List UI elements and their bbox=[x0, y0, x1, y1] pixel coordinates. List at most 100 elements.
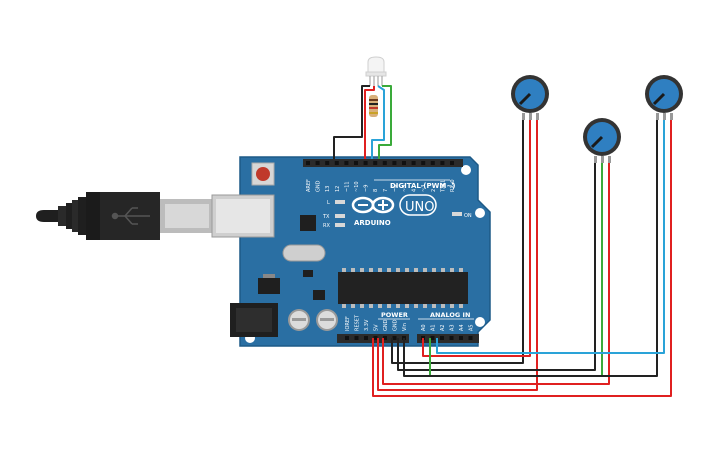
digital-pin-hole[interactable] bbox=[315, 161, 320, 165]
analog-header-label: ANALOG IN bbox=[430, 311, 470, 319]
power-pin-label: GND bbox=[393, 319, 399, 331]
power-pin-label: Vin bbox=[402, 323, 408, 331]
analog-pin-hole[interactable] bbox=[430, 336, 435, 340]
wire-pot2-gnd bbox=[397, 163, 596, 371]
analog-pin-label: A2 bbox=[440, 324, 446, 331]
usb-cable bbox=[36, 192, 212, 240]
analog-pin-hole[interactable] bbox=[468, 336, 473, 340]
digital-pin-hole[interactable] bbox=[306, 161, 310, 165]
wire-pot1-vcc bbox=[377, 120, 538, 391]
capacitor bbox=[316, 309, 338, 331]
analog-pin-hole[interactable] bbox=[459, 336, 463, 340]
svg-text:ON: ON bbox=[464, 213, 472, 219]
digital-pin-label: ~10 bbox=[354, 181, 360, 192]
microcontroller-chip bbox=[338, 268, 468, 308]
digital-pin-label: ~5 bbox=[402, 185, 408, 192]
power-pin-hole[interactable] bbox=[345, 336, 349, 340]
indicator-led-l: L bbox=[327, 200, 345, 206]
small-chip bbox=[313, 290, 325, 300]
digital-pin-label: ~3 bbox=[421, 185, 427, 192]
analog-pin-label: A4 bbox=[459, 324, 465, 331]
digital-pin-label: 2 bbox=[431, 189, 437, 192]
digital-pin-label: 4 bbox=[412, 189, 418, 192]
power-pin-label: 5V bbox=[374, 324, 380, 331]
analog-pin-label: A1 bbox=[431, 324, 437, 331]
power-header-label: POWER bbox=[381, 311, 408, 319]
wires bbox=[333, 85, 672, 397]
digital-pin-label: AREF bbox=[306, 179, 312, 192]
wire-led-green bbox=[378, 85, 392, 159]
digital-pin-label: GND bbox=[316, 180, 322, 192]
digital-pin-hole[interactable] bbox=[411, 161, 416, 165]
wire-pot1-signal bbox=[422, 120, 531, 357]
resistor bbox=[369, 95, 378, 117]
power-pin-label: IOREF bbox=[345, 316, 351, 331]
potentiometer-3[interactable] bbox=[645, 75, 683, 120]
power-pin-hole[interactable] bbox=[383, 336, 387, 340]
reset-button[interactable] bbox=[251, 162, 275, 186]
voltage-regulator bbox=[258, 278, 280, 294]
rgb-led bbox=[365, 56, 387, 86]
potentiometer-1[interactable] bbox=[511, 75, 549, 120]
digital-pin-hole[interactable] bbox=[421, 161, 426, 165]
digital-pin-label: ~6 bbox=[392, 185, 398, 192]
brand-label: ARDUINO bbox=[354, 219, 391, 227]
digital-pin-label: RX◂0 bbox=[450, 179, 456, 192]
indicator-led-on: ON bbox=[452, 212, 472, 219]
power-pin-hole[interactable] bbox=[364, 336, 368, 340]
digital-pin-hole[interactable] bbox=[354, 161, 358, 165]
capacitor bbox=[288, 309, 310, 331]
model-label: UNO bbox=[405, 200, 434, 215]
wire-pot3-vcc bbox=[372, 120, 672, 397]
svg-text:RX: RX bbox=[323, 223, 330, 229]
arduino-infinity-logo-icon bbox=[351, 196, 395, 214]
analog-pin-hole[interactable] bbox=[440, 336, 444, 340]
dc-power-jack bbox=[230, 303, 278, 337]
power-pin-label: 3.3V bbox=[364, 319, 370, 331]
digital-pin-label: ~9 bbox=[364, 185, 370, 192]
wire-pot2-vcc bbox=[382, 163, 610, 385]
digital-pin-hole[interactable] bbox=[373, 161, 378, 165]
analog-pin-hole[interactable] bbox=[449, 336, 454, 340]
wire-led-red bbox=[364, 86, 375, 159]
power-pin-label: GND bbox=[383, 319, 389, 331]
analog-pin-label: A5 bbox=[469, 324, 475, 331]
crystal-oscillator bbox=[282, 244, 326, 262]
digital-pin-label: 12 bbox=[335, 186, 341, 192]
power-pin-label: RESET bbox=[355, 314, 361, 331]
digital-pin-label: 13 bbox=[325, 186, 331, 192]
wire-pot3-signal bbox=[436, 120, 665, 354]
usb-symbol-icon bbox=[111, 207, 150, 225]
digital-pin-label: TX▸1 bbox=[440, 180, 446, 193]
digital-pin-hole[interactable] bbox=[440, 161, 445, 165]
wire-pot3-gnd bbox=[603, 120, 658, 377]
digital-pin-hole[interactable] bbox=[334, 161, 339, 165]
digital-pin-hole[interactable] bbox=[450, 161, 454, 165]
indicator-led-rx: RX bbox=[323, 223, 345, 229]
digital-pin-hole[interactable] bbox=[402, 161, 406, 165]
analog-pin-label: A3 bbox=[450, 324, 456, 331]
analog-header bbox=[417, 334, 479, 343]
svg-text:TX: TX bbox=[322, 214, 330, 220]
digital-pin-label: ~11 bbox=[344, 181, 350, 192]
power-pin-hole[interactable] bbox=[354, 336, 359, 340]
potentiometer-2[interactable] bbox=[583, 118, 621, 163]
digital-pin-hole[interactable] bbox=[392, 161, 397, 165]
usb-chip bbox=[300, 215, 316, 231]
power-pin-hole[interactable] bbox=[373, 336, 378, 340]
digital-pin-hole[interactable] bbox=[363, 161, 368, 165]
digital-pin-hole[interactable] bbox=[344, 161, 349, 165]
digital-pin-label: 8 bbox=[373, 189, 379, 192]
digital-pin-label: 7 bbox=[383, 189, 389, 192]
power-pin-hole[interactable] bbox=[392, 336, 397, 340]
wire-pot1-gnd bbox=[391, 120, 524, 364]
digital-header-label: DIGITAL (PWM~) bbox=[390, 182, 455, 190]
digital-pin-hole[interactable] bbox=[382, 161, 387, 165]
analog-pin-label: A0 bbox=[421, 324, 427, 331]
wire-led-blue bbox=[371, 85, 385, 159]
digital-pin-hole[interactable] bbox=[325, 161, 330, 165]
svg-text:L: L bbox=[327, 200, 330, 206]
digital-pin-hole[interactable] bbox=[430, 161, 435, 165]
